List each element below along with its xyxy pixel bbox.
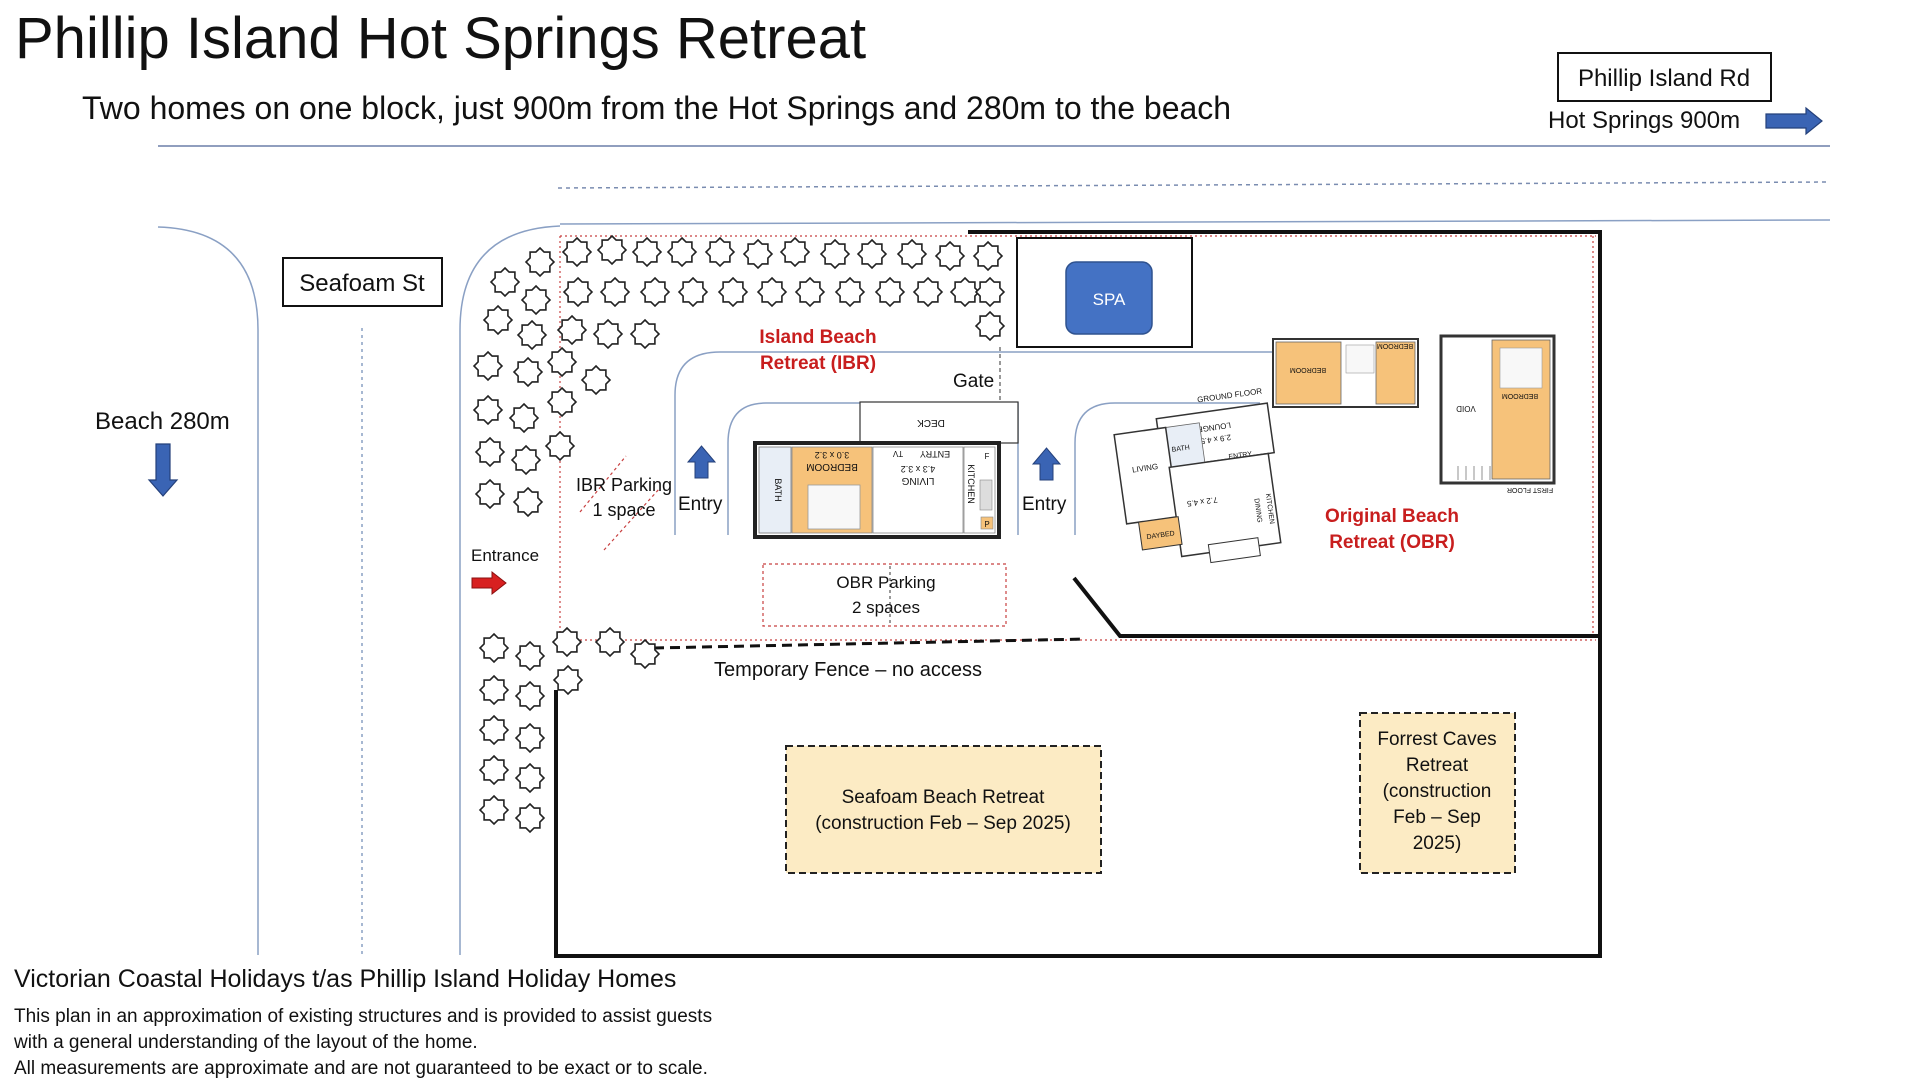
obr-parking-label: OBR Parking	[836, 573, 935, 592]
forrest-retreat-line3: (construction	[1383, 781, 1492, 802]
ibr-label-line2: Retreat (IBR)	[760, 353, 876, 374]
ibr-living-label: LIVING	[901, 475, 934, 486]
driveways	[674, 347, 1280, 535]
company-name: Victorian Coastal Holidays t/as Phillip …	[14, 965, 677, 993]
obr-parking: OBR Parking 2 spaces	[762, 563, 1007, 627]
obr-bedroom-3-label: BEDROOM	[1502, 392, 1538, 399]
obr-floor-plan: LOUNGE 2.9 x 4.5 BATH LIVING ENTRY 7.2 x…	[1113, 334, 1556, 564]
obr-entry-room: ENTRY	[1228, 451, 1253, 461]
obr-bedroom-2-label: BEDROOM	[1377, 342, 1413, 349]
footer: Victorian Coastal Holidays t/as Phillip …	[14, 965, 712, 1082]
forrest-retreat-line1: Forrest Caves	[1377, 729, 1496, 750]
arrow-right-icon	[1765, 106, 1823, 136]
ibr-bedroom-size: 3.0 x 3.2	[815, 450, 850, 460]
forrest-retreat-line5: 2025)	[1413, 833, 1462, 854]
seafoam-st-text: Seafoam St	[299, 270, 425, 297]
property-boundary	[554, 230, 1602, 958]
ibr-tv-label: TV	[892, 449, 903, 458]
arrow-up-icon	[1031, 447, 1062, 481]
ibr-pantry-label: P	[984, 520, 989, 529]
disclaimer-line2: with a general understanding of the layo…	[14, 1032, 478, 1053]
obr-label-line1: Original Beach	[1325, 506, 1459, 527]
ibr-kitchen-label: KITCHEN	[966, 464, 976, 504]
spa-label: SPA	[1093, 290, 1126, 309]
ibr-bedroom-label: BEDROOM	[806, 461, 858, 472]
obr-dining-size: 7.2 x 4.5	[1186, 495, 1218, 508]
seafoam-retreat-construction: (construction Feb – Sep 2025)	[815, 813, 1071, 834]
page-title: Phillip Island Hot Springs Retreat	[15, 6, 867, 71]
seafoam-beach-retreat-construction: Seafoam Beach Retreat (construction Feb …	[785, 745, 1102, 874]
forrest-retreat-line2: Retreat	[1406, 755, 1469, 776]
ibr-parking-spaces: 1 space	[592, 500, 655, 520]
obr-lounge-size: 2.9 x 4.5	[1199, 433, 1231, 446]
temporary-fence-label: Temporary Fence – no access	[714, 659, 982, 681]
obr-living-label: LIVING	[1131, 462, 1158, 475]
phillip-island-rd-label: Phillip Island Rd	[1557, 52, 1772, 102]
obr-label-line2: Retreat (OBR)	[1329, 532, 1455, 553]
arrow-down-icon	[147, 443, 179, 497]
ibr-living-size: 4.3 x 3.2	[901, 464, 936, 474]
seafoam-st-label: Seafoam St	[282, 257, 443, 307]
arrow-right-icon	[471, 570, 507, 596]
disclaimer-line1: This plan in an approximation of existin…	[14, 1006, 713, 1027]
obr-bath-label: BATH	[1171, 444, 1190, 453]
ibr-entry-room: ENTRY	[920, 449, 950, 459]
entrance-label: Entrance	[471, 546, 539, 565]
obr-kitchen-label: KITCHEN	[1264, 493, 1275, 524]
seafoam-retreat-name: Seafoam Beach Retreat	[842, 787, 1046, 808]
disclaimer-line3: All measurements are approximate and are…	[14, 1058, 708, 1079]
obr-dining-label: DINING	[1252, 498, 1262, 523]
arrow-up-icon	[686, 445, 717, 479]
phillip-island-rd-text: Phillip Island Rd	[1578, 65, 1750, 92]
obr-entry-label: Entry	[1022, 494, 1067, 515]
ibr-bath-label: BATH	[773, 478, 783, 501]
seafoam-street	[157, 225, 561, 955]
gate-label: Gate	[953, 371, 994, 392]
obr-void-label: VOID	[1456, 404, 1476, 413]
ibr-parking: IBR Parking 1 space	[576, 455, 672, 551]
hot-springs-distance: Hot Springs 900m	[1548, 107, 1740, 134]
ibr-fridge-label: F	[985, 452, 990, 461]
ibr-floor-plan: DECK BATH BEDROOM 3.0 x 3.2 LIVING 4.3 x…	[753, 401, 1019, 539]
obr-ground-floor-label: GROUND FLOOR	[1197, 386, 1263, 404]
ibr-entry-label: Entry	[678, 494, 723, 515]
obr-parking-spaces: 2 spaces	[852, 598, 920, 617]
ibr-deck-label: DECK	[917, 417, 945, 428]
obr-daybed-label: DAYBED	[1146, 530, 1175, 541]
spa-area: SPA	[1016, 237, 1193, 348]
ibr-label-line1: Island Beach	[759, 327, 876, 348]
beach-distance: Beach 280m	[95, 408, 230, 435]
forrest-retreat-line4: Feb – Sep	[1393, 807, 1481, 828]
forrest-caves-retreat-construction: Forrest Caves Retreat (construction Feb …	[1359, 712, 1516, 874]
obr-first-floor-label: FIRST FLOOR	[1507, 486, 1553, 493]
phillip-island-road	[158, 145, 1831, 225]
page-subtitle: Two homes on one block, just 900m from t…	[82, 90, 1232, 126]
ibr-parking-label: IBR Parking	[576, 475, 672, 495]
obr-bedroom-1-label: BEDROOM	[1290, 366, 1326, 373]
